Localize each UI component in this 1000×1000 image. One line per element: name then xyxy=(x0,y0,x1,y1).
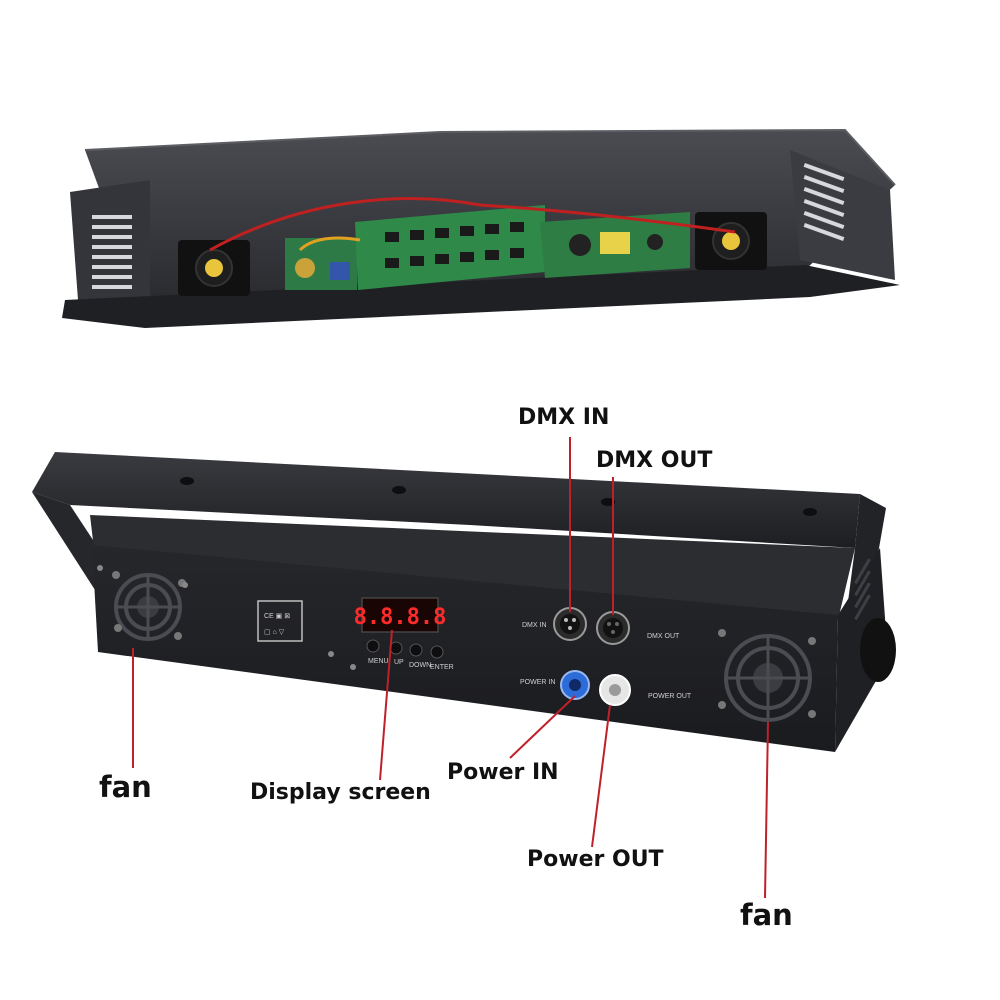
dmx-in-panel-label: DMX IN xyxy=(522,622,547,629)
power-out-callout: Power OUT xyxy=(527,847,664,872)
dmx-in-callout: DMX IN xyxy=(518,405,610,430)
enter-label: ENTER xyxy=(430,664,454,671)
svg-text:CE ▣ ⊠: CE ▣ ⊠ xyxy=(264,613,290,620)
power-in-connector: POWER IN xyxy=(520,670,590,700)
control-buttons: MENU UP DOWN ENTER xyxy=(366,639,454,671)
down-button[interactable] xyxy=(409,643,423,657)
dmx-out-callout: DMX OUT xyxy=(596,448,713,473)
open-housing xyxy=(62,128,900,328)
fan-left-callout: fan xyxy=(99,770,152,804)
display-screen: 8.8.8.8 xyxy=(354,597,447,633)
fan-right-callout: fan xyxy=(740,898,793,932)
power-out-line xyxy=(591,704,611,848)
up-label: UP xyxy=(394,659,404,666)
down-label: DOWN xyxy=(409,662,431,669)
fan-grille-right xyxy=(718,629,816,722)
dmx-out-panel-label: DMX OUT xyxy=(647,633,680,640)
certification-marks: CE ▣ ⊠ ▢ ⌂ ▽ xyxy=(257,600,303,642)
power-out-panel-label: POWER OUT xyxy=(648,693,692,700)
display-line xyxy=(379,629,393,781)
power-out-connector: POWER OUT xyxy=(599,674,692,706)
enter-button[interactable] xyxy=(430,645,444,659)
dmx-in-connector: DMX IN xyxy=(522,607,587,641)
fan-grille-left xyxy=(112,571,186,641)
svg-text:▢ ⌂ ▽: ▢ ⌂ ▽ xyxy=(264,629,285,636)
fan-right-line xyxy=(764,721,769,899)
power-in-line xyxy=(509,695,576,759)
menu-label: MENU xyxy=(368,658,389,665)
display-screen-callout: Display screen xyxy=(250,780,431,805)
dmx-out-connector: DMX OUT xyxy=(596,611,680,645)
power-in-callout: Power IN xyxy=(447,760,559,785)
menu-button[interactable] xyxy=(366,639,380,653)
power-in-panel-label: POWER IN xyxy=(520,679,555,686)
callout-lines xyxy=(132,437,769,899)
display-digits: 8.8.8.8 xyxy=(354,605,447,630)
fixture-rear xyxy=(32,452,896,752)
